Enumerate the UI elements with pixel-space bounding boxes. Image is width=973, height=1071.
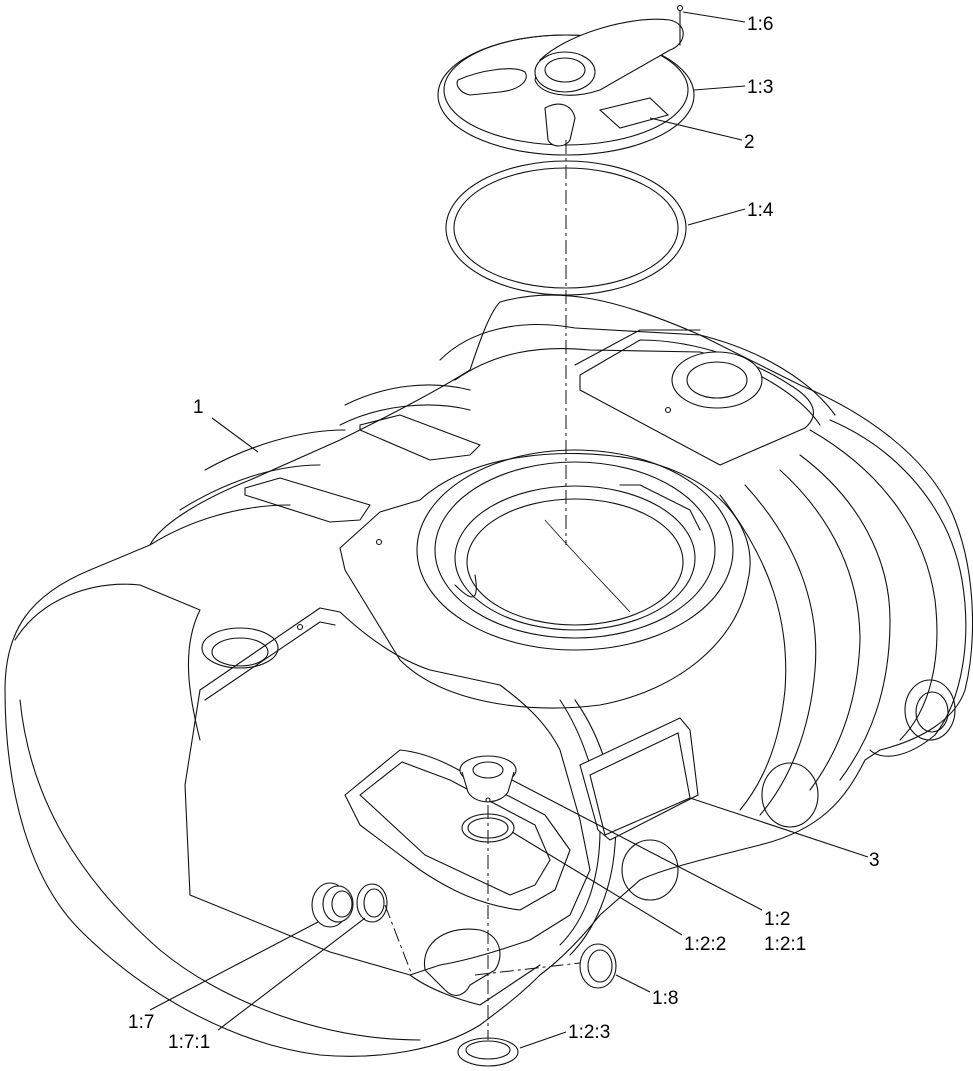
lid-grip-left (456, 68, 527, 96)
lid-handle-knob-inner (544, 57, 586, 83)
tank-left-rib-3 (204, 429, 346, 471)
tank-lower-port-2 (621, 839, 679, 901)
tank-left-end-curve (19, 699, 421, 1041)
bushing-1-7-inner (331, 890, 353, 918)
tank-fill-opening-notch (619, 484, 701, 531)
fitting-1-2-bore (472, 761, 504, 779)
callout-3: 3 (869, 850, 880, 871)
callout-1-2-1: 1:2:1 (764, 934, 806, 955)
tank-right-rib-3 (744, 484, 817, 816)
tank-front-pad-inner (359, 761, 551, 896)
leader-1-2-2 (511, 831, 683, 936)
leader-1-6 (682, 11, 746, 23)
callout-1-7: 1:7 (128, 1012, 154, 1033)
ring-1-2-3-inner (465, 1040, 511, 1060)
callout-1-4: 1:4 (747, 200, 774, 221)
leader-1-2 (511, 779, 763, 911)
tank-left-rib-2 (339, 404, 471, 426)
tank-right-rib-1 (799, 454, 891, 781)
leader-1-7-1 (217, 917, 366, 1031)
tank-fill-opening (466, 498, 684, 626)
ring-1-7-1 (356, 883, 388, 923)
decal-2 (598, 97, 670, 129)
callout-1-2-3: 1:2:3 (568, 1022, 610, 1043)
tank-right-cap-outer (829, 419, 967, 757)
leader-3 (689, 797, 869, 858)
callout-2: 2 (744, 132, 755, 153)
tank-fill-well-ring-3 (454, 485, 696, 631)
lid-grip-bottom (544, 103, 576, 147)
tank-rear-platform-edge (574, 329, 701, 366)
tank-top-recess-1 (359, 414, 481, 461)
callout-1-7-1: 1:7:1 (168, 1032, 210, 1053)
leader-1-2-3 (519, 1031, 567, 1049)
tank-fill-hole (375, 538, 383, 546)
leader-1 (211, 417, 259, 453)
leader-1-4 (687, 208, 746, 226)
callout-1-2: 1:2 (764, 909, 790, 930)
callout-labels: 1:6 1:3 2 1:4 1 3 1:2 1:2:1 1:2:2 1:7 1:… (128, 14, 880, 1053)
centerline-plug (474, 962, 581, 976)
tank-front-panel-inner (204, 621, 336, 701)
tank-outer-shell (4, 294, 973, 1057)
leader-2 (649, 117, 743, 141)
tank-front-pad-outer (344, 749, 571, 911)
centerline-bushing (384, 904, 413, 976)
centerlines (384, 140, 581, 1040)
tank-lower-port-1 (761, 762, 819, 828)
tank-left-rib-5 (149, 504, 291, 546)
fitting-1-2 (459, 755, 517, 803)
tank-left-hole (296, 623, 304, 631)
tank-bottom-scoop (423, 928, 501, 996)
tank-rear-port-inner (686, 361, 748, 399)
ring-1-7-1-outer (356, 883, 388, 923)
tank-rear-hole (664, 406, 672, 414)
callout-1-2-2: 1:2:2 (684, 934, 726, 955)
tank-body (4, 294, 973, 1057)
callout-1: 1 (193, 397, 204, 418)
tank-left-rib-1 (344, 384, 471, 406)
tank-top-recess-2 (244, 477, 371, 523)
leader-1-7 (149, 921, 319, 1011)
tank-fill-well-base (339, 453, 751, 709)
tank-front-panel (184, 607, 591, 976)
leader-1-8 (615, 974, 651, 993)
tank-left-rib-4 (179, 464, 321, 511)
tank-right-rib-4 (719, 494, 787, 811)
leader-lines (149, 11, 869, 1049)
ring-1-7-1-inner (363, 888, 385, 918)
tank-bottom-curve (409, 964, 541, 1006)
tank-lower-port-3 (904, 679, 956, 741)
tank-fill-lip (454, 574, 477, 598)
tank-right-cap-inner (809, 429, 938, 741)
tank-right-rib-2 (779, 469, 861, 791)
callout-1-8: 1:8 (652, 988, 678, 1009)
tank-left-port-outer (201, 627, 279, 669)
tank-rear-platform (579, 339, 814, 466)
callout-1-3: 1:3 (747, 77, 773, 98)
tank-fill-interior-line (544, 519, 631, 613)
callout-1-6: 1:6 (747, 14, 773, 35)
leader-1-3 (693, 85, 746, 91)
tank-top-ridge-inner (454, 348, 821, 426)
bushing-1-7 (311, 882, 354, 928)
ring-1-2-3 (457, 1037, 519, 1067)
plug-1-8 (579, 943, 617, 989)
tank-left-end-inner (14, 583, 201, 741)
pin-1-6-head (676, 4, 684, 12)
tank-lower-port-3-inner (915, 691, 949, 733)
tank-left-port-inner (211, 637, 269, 667)
tank-fill-well-ring-1 (416, 449, 734, 651)
tank-fill-well-ring-2 (434, 461, 716, 639)
plug-1-8-outer (579, 943, 617, 989)
fitting-1-2-hole (485, 797, 491, 803)
lid-assembly (437, 4, 695, 156)
plug-1-8-inner (587, 949, 613, 983)
tank-front-band-2 (569, 699, 617, 956)
